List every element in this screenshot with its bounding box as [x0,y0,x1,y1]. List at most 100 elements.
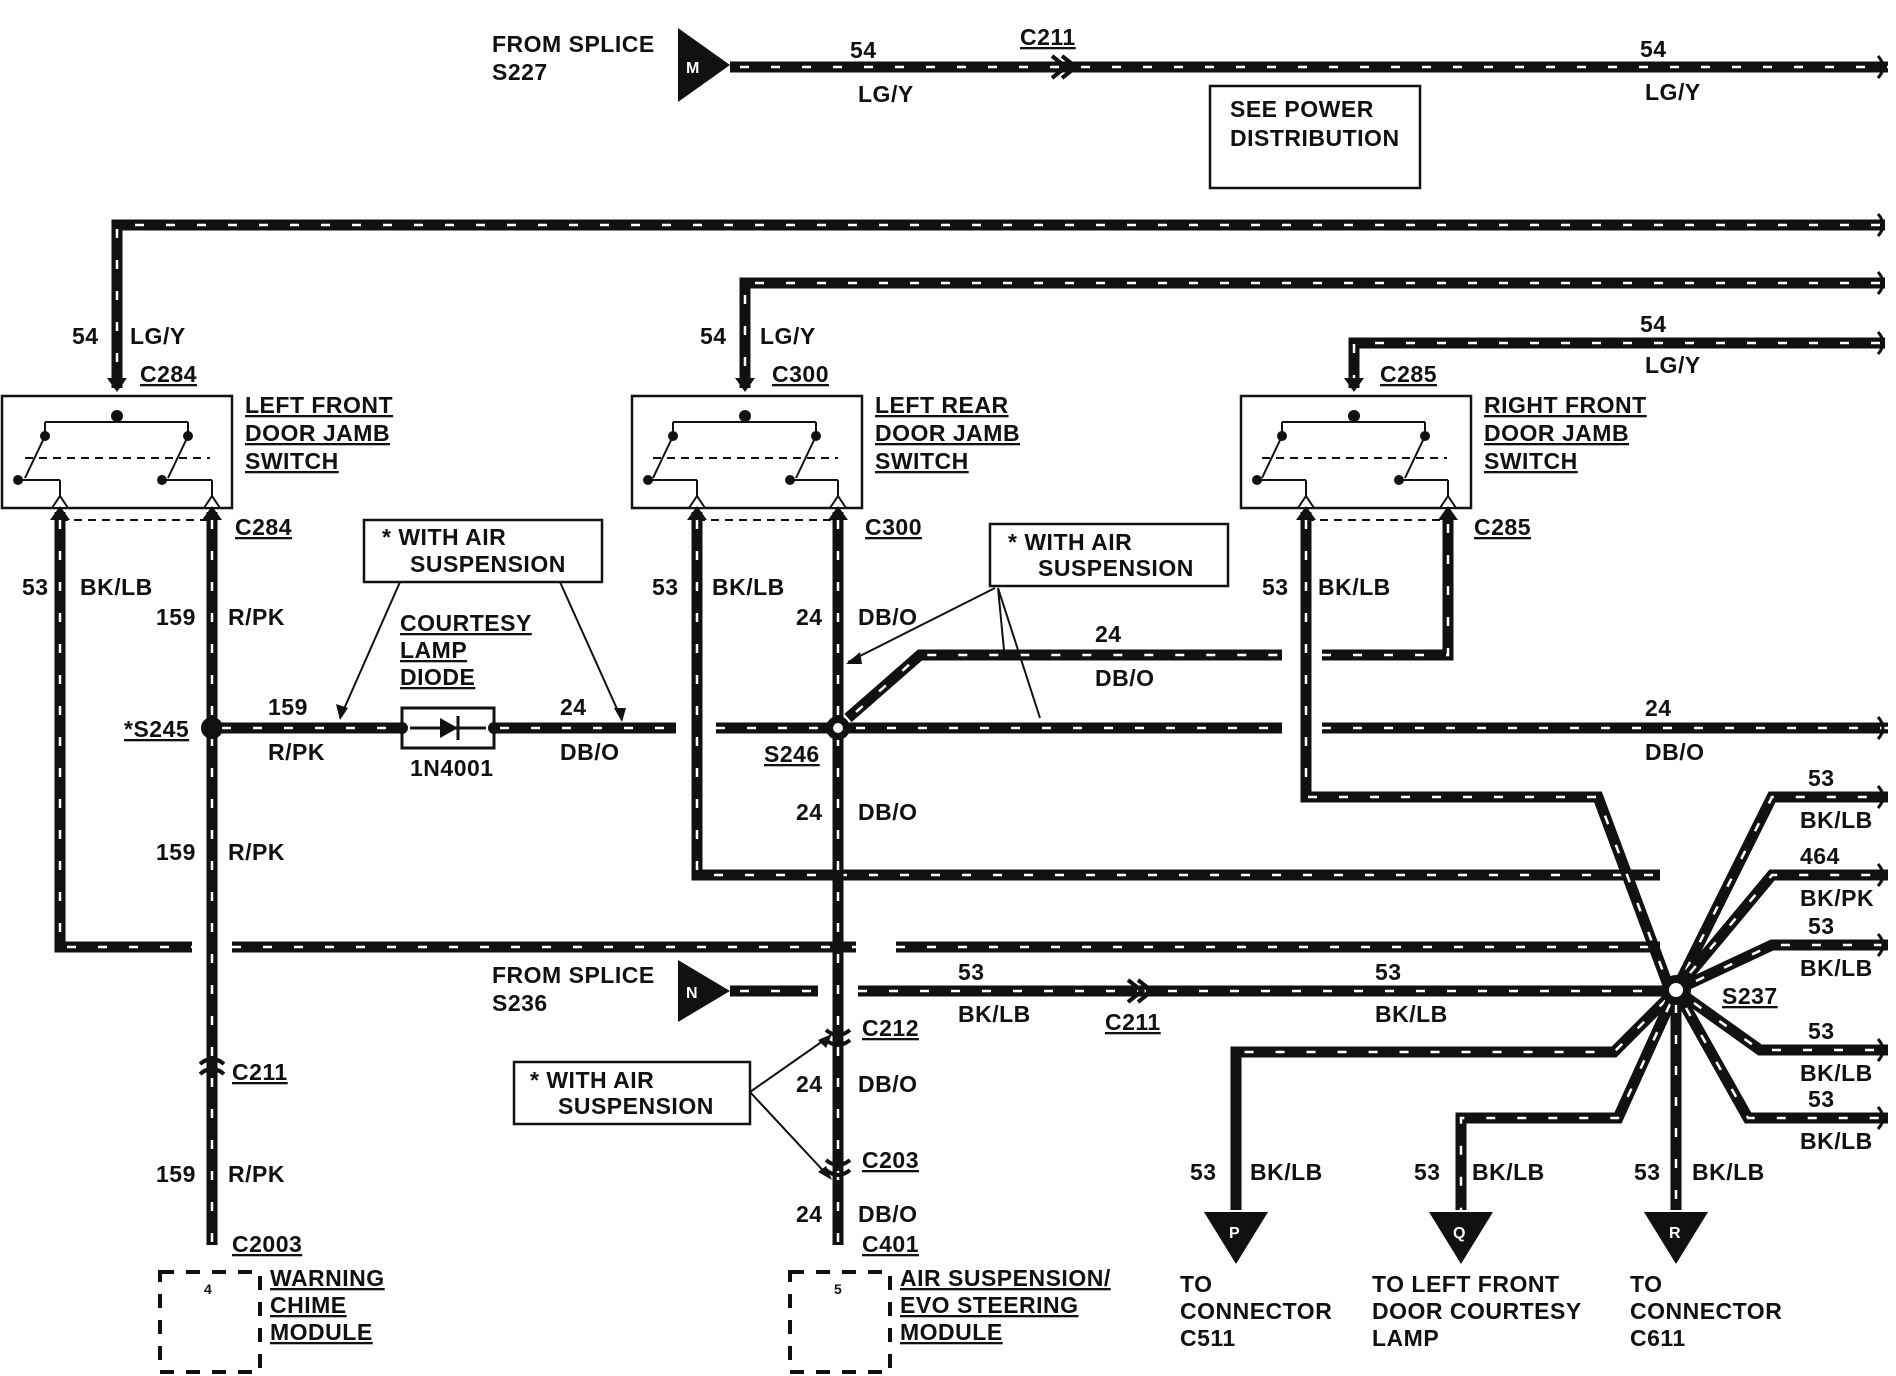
switch-label: LEFT FRONT [245,392,393,418]
wire-color: DB/O [1645,739,1705,765]
wire-color: LG/Y [130,323,186,349]
wire-number: 54 [850,37,877,63]
wire-54-right-front-feed [1348,337,1885,388]
wire-color: R/PK [228,604,285,630]
splice-label: *S245 [124,716,189,742]
switch-label: DOOR JAMB [1484,420,1629,446]
connector-label: C203 [862,1147,919,1173]
switch-label: SWITCH [875,448,969,474]
splice-s237-branches [1230,784,1888,1210]
splice-label: S237 [1722,983,1778,1009]
warning-chime-module: 4 [158,1270,262,1374]
output-p-connector: P [1204,1212,1268,1264]
connector-label: C211 [1020,24,1076,50]
wire-color: DB/O [858,799,918,825]
switch-label: DOOR JAMB [245,420,390,446]
module-label: MODULE [270,1319,373,1345]
pin-number: 4 [204,1281,212,1297]
wire-number: 53 [1808,1086,1835,1112]
connector-label: C212 [862,1015,919,1041]
connector-letter: Q [1453,1225,1465,1242]
wire-color: BK/PK [1800,885,1874,911]
wire-number: 159 [156,1161,196,1187]
output-r-connector: R [1644,1212,1708,1264]
wire-color: DB/O [560,739,620,765]
output-label: TO [1630,1271,1663,1297]
wire-number: 53 [1414,1159,1441,1185]
output-label: LAMP [1372,1325,1439,1351]
switch-label: SWITCH [1484,448,1578,474]
wire-54-left-rear-feed [739,277,1885,388]
wire-color: BK/LB [1472,1159,1545,1185]
wire-number: 53 [1375,959,1402,985]
wire-number: 53 [22,574,49,600]
connector-n-arrow-icon [678,960,730,1022]
connector-label: C284 [140,361,197,387]
output-label: TO LEFT FRONT [1372,1271,1560,1297]
connector-p-arrow-icon [1204,1212,1268,1264]
output-label: TO [1180,1271,1213,1297]
note-line: DISTRIBUTION [1230,125,1400,151]
wire-number: 24 [1645,695,1672,721]
c211-left-connector: C211 [198,1057,287,1085]
wire-color: BK/LB [1800,1128,1873,1154]
wire-color: R/PK [268,739,325,765]
output-label: CONNECTOR [1630,1298,1782,1324]
connector-label: C285 [1380,361,1437,387]
wire-color: BK/LB [1250,1159,1323,1185]
note-line: * WITH AIR [382,524,506,550]
splice-name: S227 [492,59,548,85]
wire-number: 464 [1800,843,1840,869]
wire-number: 54 [1640,311,1667,337]
with-air-suspension-note [988,522,1230,588]
connector-label: C2003 [232,1231,302,1257]
air-suspension-evo-steering-module: 5 [788,1270,892,1374]
switch-label: SWITCH [245,448,339,474]
wire-color: BK/LB [1800,807,1873,833]
wire-color: BK/LB [1318,574,1391,600]
splice-label: S246 [764,741,820,767]
switch-label: DOOR JAMB [875,420,1020,446]
connector-label: C211 [1105,1009,1161,1035]
module-label: WARNING [270,1265,385,1291]
note-line: SUSPENSION [410,551,566,577]
from-splice-label: FROM SPLICE [492,962,655,988]
connector-letter: N [686,985,698,1002]
connector-r-arrow-icon [1644,1212,1708,1264]
wire-53-rf [1300,512,1674,987]
connector-m-arrow-icon [678,28,730,102]
module-label: MODULE [900,1319,1003,1345]
wire-color: BK/LB [958,1001,1031,1027]
wire-color: BK/LB [1800,1060,1873,1086]
wire-number: 24 [796,799,823,825]
wire-color: BK/LB [712,574,785,600]
connector-label: C285 [1474,514,1531,540]
see-power-distribution-box [1208,84,1422,190]
left-front-door-jamb-switch [0,394,234,510]
module-label: CHIME [270,1292,347,1318]
wire-number: 159 [268,694,308,720]
wire-number: 53 [1262,574,1289,600]
splice-name: S236 [492,990,548,1016]
module-label: AIR SUSPENSION/ [900,1265,1111,1291]
wire-color: R/PK [228,839,285,865]
wire-color: LG/Y [1645,79,1701,105]
wire-number: 24 [796,1201,823,1227]
wire-54-left-front-feed [111,219,1885,388]
wire-number: 53 [1190,1159,1217,1185]
wire-number: 24 [1095,621,1122,647]
wire-color: R/PK [228,1161,285,1187]
wire-number: 53 [1634,1159,1661,1185]
wire-color: DB/O [858,1201,918,1227]
output-label: CONNECTOR [1180,1298,1332,1324]
wire-number: 53 [1808,1018,1835,1044]
wire-color: DB/O [1095,665,1155,691]
c211-top-connector: C211 [1020,24,1080,80]
wire-color: LG/Y [760,323,816,349]
output-label: C611 [1630,1325,1686,1351]
wire-number: 54 [700,323,727,349]
pin-number: 5 [834,1281,842,1297]
wire-number: 54 [72,323,99,349]
wire-number: 54 [1640,36,1667,62]
connector-letter: P [1229,1225,1240,1242]
